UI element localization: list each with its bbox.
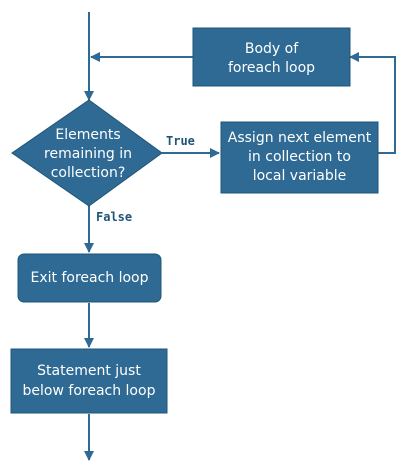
edge-label-true: True [166, 134, 195, 148]
node-statement-line-1: Statement just [37, 363, 141, 379]
connectors [84, 12, 396, 461]
node-assign-next-element: Assign next element in collection to loc… [220, 121, 379, 194]
node-decision-line-1: Elements [55, 127, 120, 143]
assign-to-body-arrow [349, 52, 396, 154]
node-decision-line-2: remaining in [44, 146, 132, 162]
node-body-line-2: foreach loop [228, 60, 315, 76]
node-assign-line-1: Assign next element [228, 130, 372, 146]
edge-label-false: False [96, 210, 132, 224]
node-decision-line-3: collection? [51, 165, 126, 181]
node-assign-line-3: local variable [253, 168, 347, 184]
node-decision-elements-remaining: Elements remaining in collection? [11, 99, 163, 207]
node-statement-line-2: below foreach loop [23, 383, 156, 399]
node-exit-line-1: Exit foreach loop [30, 270, 148, 286]
node-exit-foreach-loop: Exit foreach loop [17, 253, 162, 303]
node-statement-below-loop: Statement just below foreach loop [10, 348, 168, 414]
node-body-of-foreach-loop: Body of foreach loop [192, 27, 351, 87]
node-assign-line-2: in collection to [248, 149, 351, 165]
node-body-line-1: Body of [245, 41, 299, 57]
